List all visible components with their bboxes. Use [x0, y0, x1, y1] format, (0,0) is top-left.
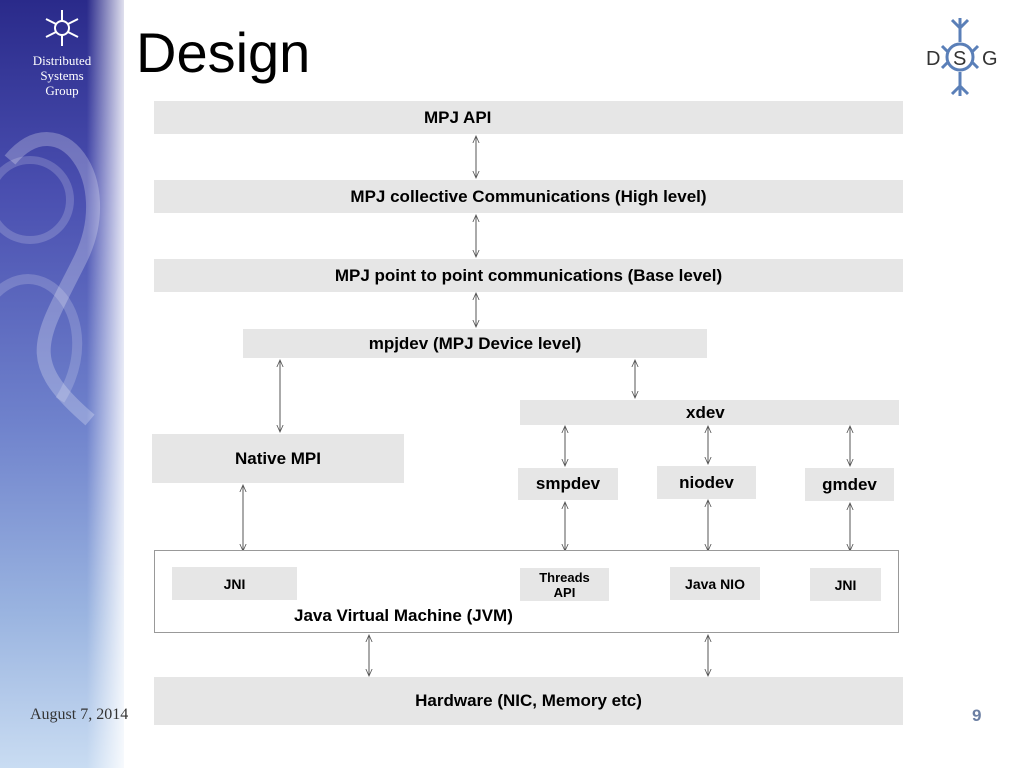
hardware-box: Hardware (NIC, Memory etc) — [154, 677, 903, 725]
sidebar-decoration: Distributed Systems Group — [0, 0, 124, 768]
jni-left-box: JNI — [172, 567, 297, 600]
dsg-logo: D S G — [926, 18, 998, 96]
slide-title: Design — [136, 21, 311, 84]
mpjdev-box: mpjdev (MPJ Device level) — [243, 329, 707, 358]
footer-date: August 7, 2014 — [30, 706, 129, 723]
point-to-point-box: MPJ point to point communications (Base … — [154, 259, 903, 292]
java-nio-box: Java NIO — [670, 567, 760, 600]
logo-letter-s: S — [953, 48, 966, 70]
logo-letter-g: G — [982, 48, 998, 70]
jni-right-box: JNI — [810, 568, 881, 601]
xdev-box: xdev — [520, 400, 899, 425]
collective-communications-box: MPJ collective Communications (High leve… — [154, 180, 903, 213]
threads-api-line2: API — [553, 584, 576, 600]
threads-api-line1: Threads — [539, 569, 590, 585]
sidebar-label-1: Distributed — [32, 53, 92, 68]
sidebar-label-2: Systems — [40, 68, 84, 83]
native-mpi-box: Native MPI — [152, 434, 404, 483]
gmdev-box: gmdev — [805, 468, 894, 501]
niodev-box: niodev — [657, 466, 756, 499]
page-number: 9 — [972, 706, 982, 725]
sidebar-logo: Distributed Systems Group — [0, 8, 124, 98]
dsg-snowflake-icon — [45, 10, 79, 46]
jvm-label: Java Virtual Machine (JVM) — [294, 606, 513, 625]
logo-letter-d: D — [926, 48, 940, 70]
sidebar-label-3: Group — [45, 83, 79, 98]
threads-api-box: Threads API — [520, 568, 609, 601]
smpdev-box: smpdev — [518, 468, 618, 500]
mpj-api-box: MPJ API — [154, 101, 903, 134]
